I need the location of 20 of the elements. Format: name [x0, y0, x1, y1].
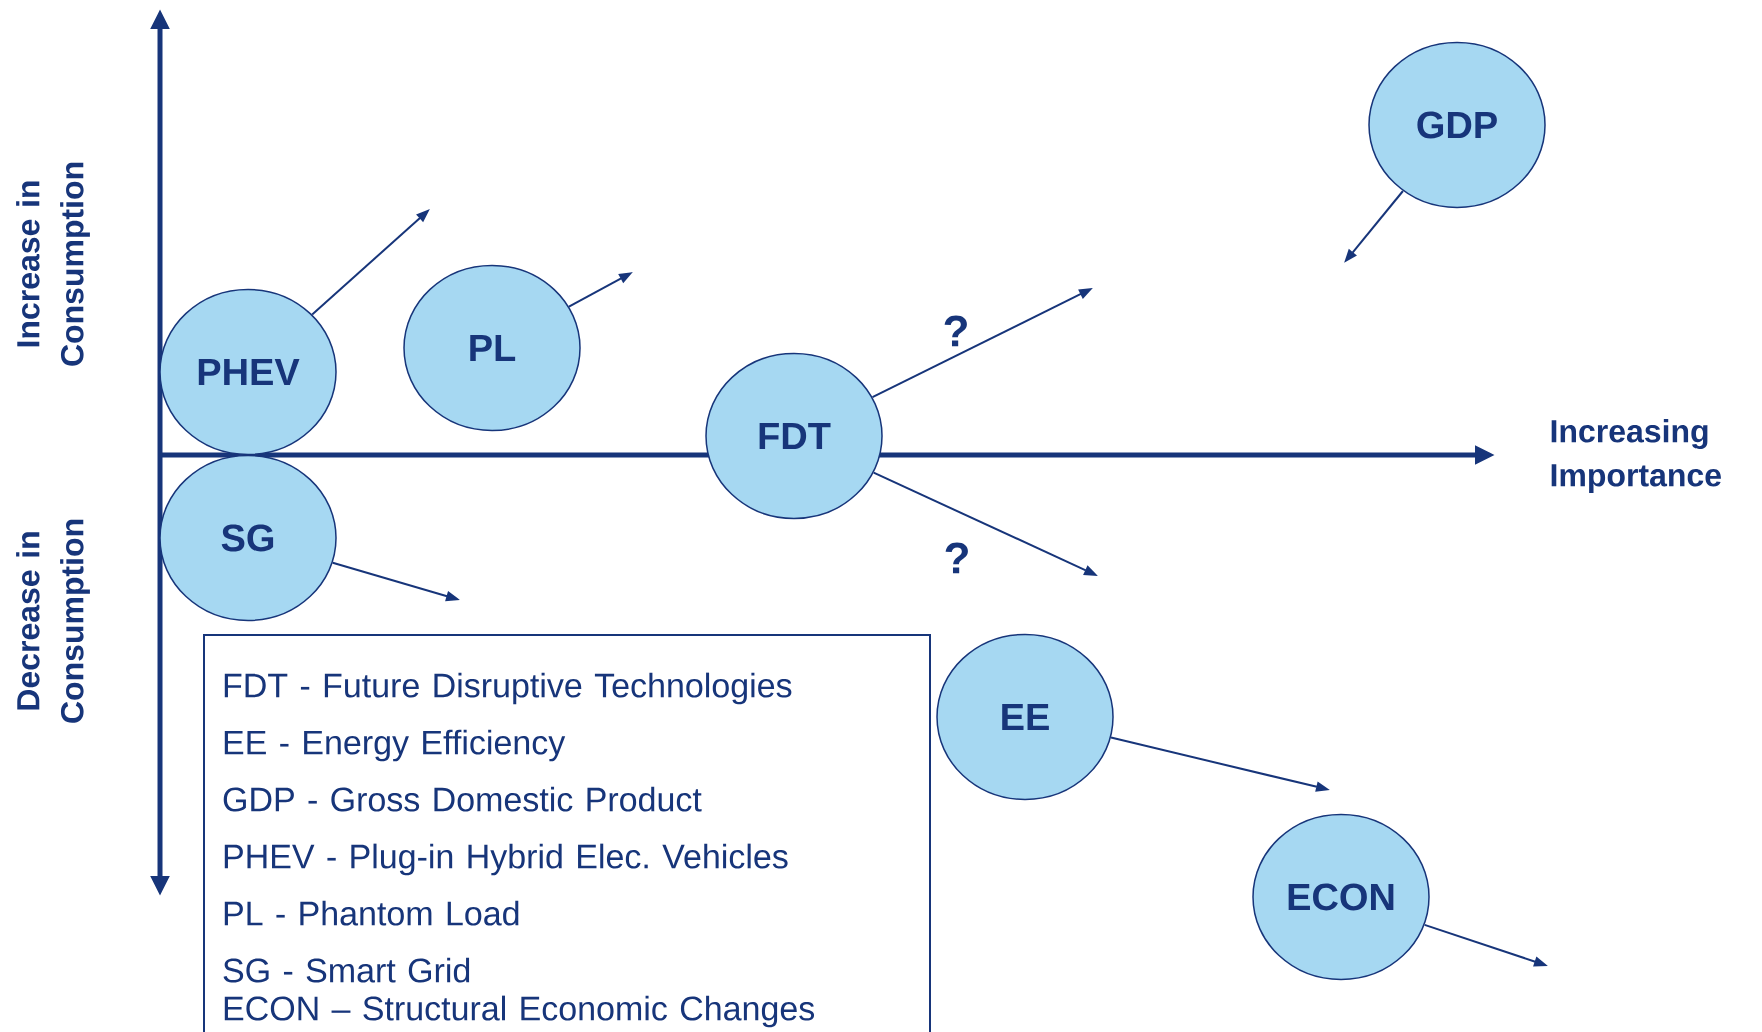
bubble: FDT	[705, 352, 883, 520]
axis-label: Increase in Consumption	[16, 162, 90, 366]
edge-label: ?	[944, 315, 967, 347]
legend-text: FDT - Future Disruptive Technologies	[224, 672, 792, 705]
edge-label: ?	[945, 542, 968, 574]
bubble: GDP	[1368, 41, 1546, 209]
legend-text: ECON – Structural Economic Changes	[224, 995, 815, 1028]
bubble: ECON	[1252, 813, 1430, 981]
legend-box	[203, 634, 931, 1032]
axis-label: Decrease in Consumption	[16, 519, 90, 723]
legend-text: PHEV - Plug-in Hybrid Elec. Vehicles	[224, 843, 788, 876]
legend-text: SG - Smart Grid	[223, 957, 470, 983]
legend-text: GDP - Gross Domestic Product	[223, 786, 702, 812]
legend-text: PL - Phantom Load	[224, 900, 519, 926]
axis-label: Increasing Importance	[1551, 419, 1721, 493]
bubble: PL	[403, 264, 581, 432]
bubble: EE	[936, 633, 1114, 801]
legend-text: EE - Energy Efficiency	[224, 729, 566, 762]
bubble: SG	[159, 454, 337, 622]
bubble: PHEV	[159, 288, 337, 456]
